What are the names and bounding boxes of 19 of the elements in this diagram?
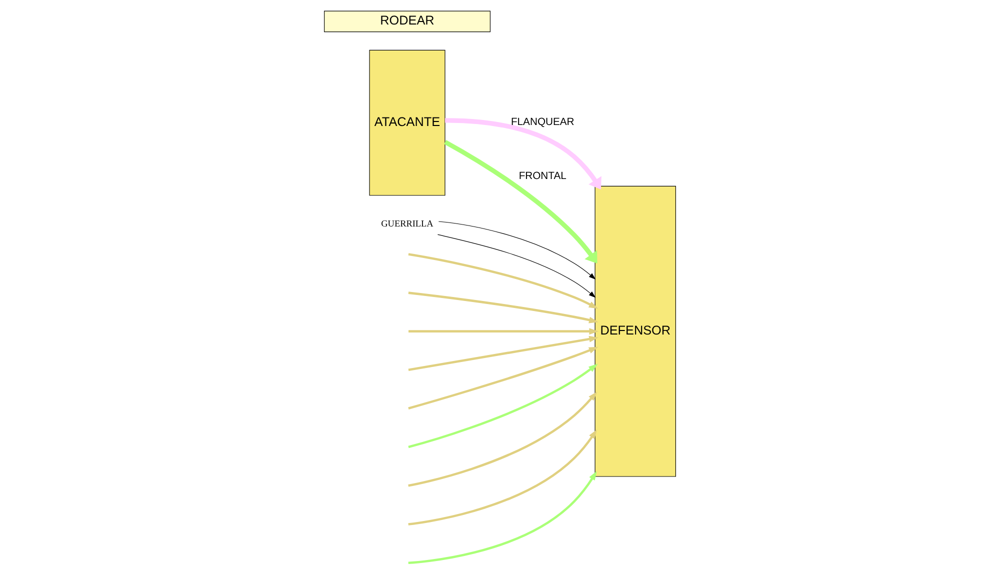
arrow <box>444 118 601 190</box>
arrow <box>444 140 597 264</box>
edge-label: FLANQUEAR <box>510 116 574 128</box>
edge-label: FRONTAL <box>518 170 566 182</box>
arrow <box>408 253 598 309</box>
arrow <box>408 336 598 371</box>
node-box: RODEAR <box>324 10 490 32</box>
arrow <box>408 470 596 564</box>
arrow <box>408 292 598 324</box>
node-text: GUERRILLA <box>380 218 433 228</box>
arrow <box>408 429 596 526</box>
arrow <box>408 364 598 448</box>
node-box: ATACANTE <box>368 50 445 196</box>
arrow <box>408 328 598 335</box>
arrow <box>408 392 597 487</box>
arrow <box>408 346 598 410</box>
node-box: DEFENSOR <box>594 186 676 477</box>
arrow <box>438 221 596 280</box>
arrow <box>436 234 596 298</box>
